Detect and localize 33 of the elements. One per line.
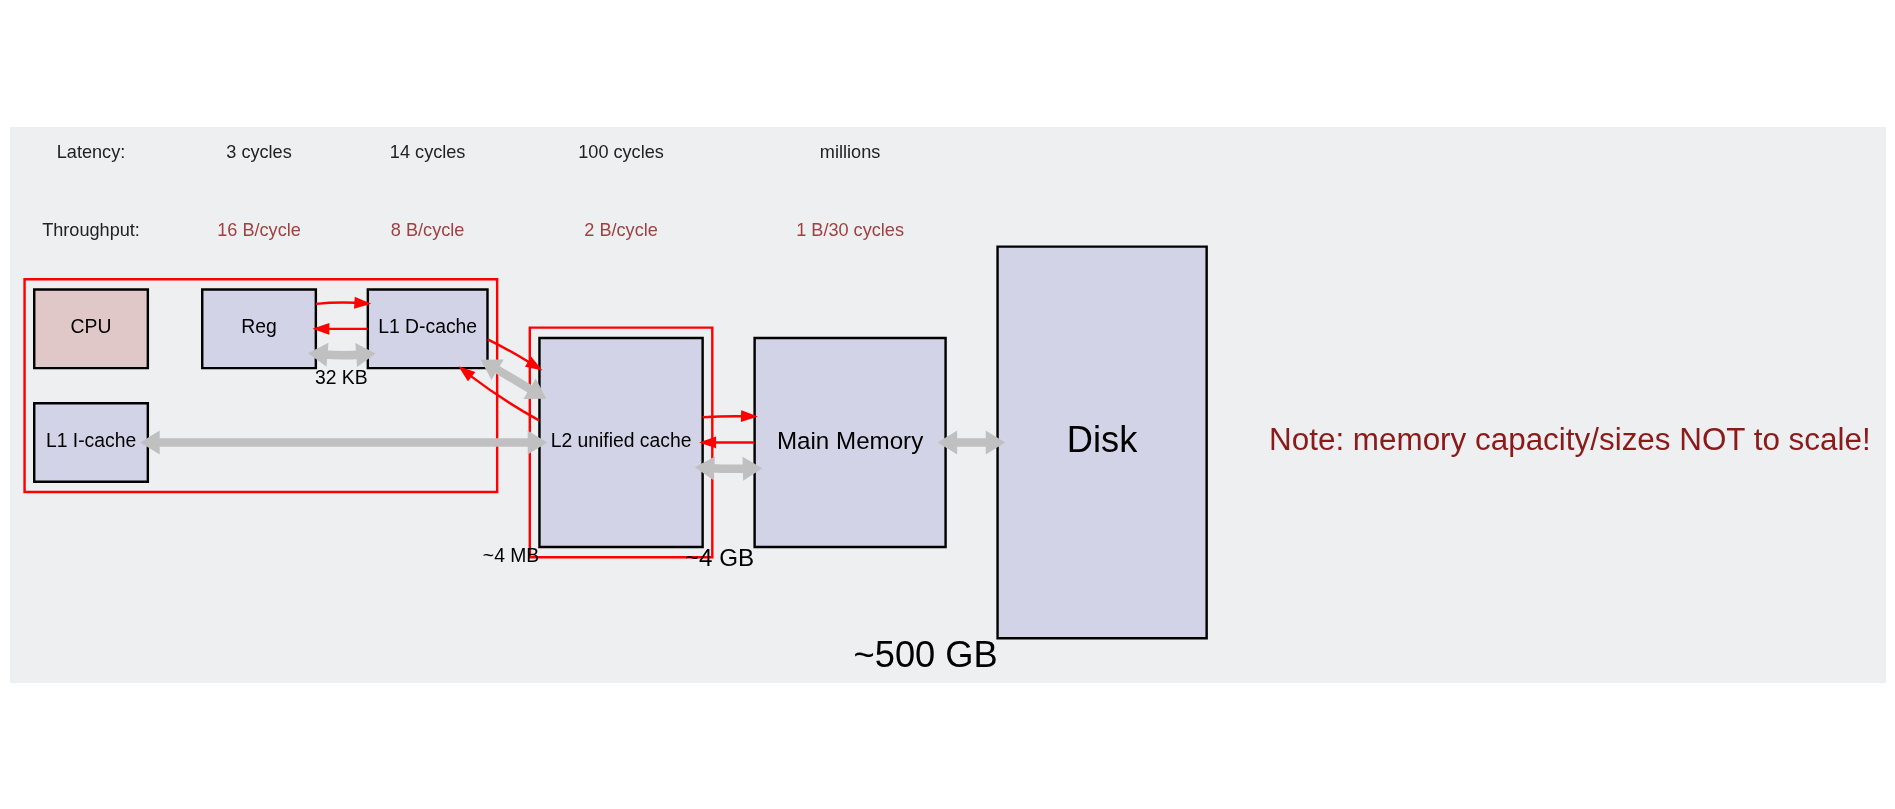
arrow: [457, 365, 540, 421]
arrow: [315, 296, 371, 309]
arrow: [698, 436, 754, 448]
node-box: Reg: [200, 287, 317, 369]
arrow: [311, 322, 368, 335]
arrow: [937, 429, 1005, 454]
node-label: ~500 GB: [853, 633, 998, 675]
arrow: [702, 409, 758, 422]
node-box: Disk: [995, 244, 1208, 639]
label: 8 B/cycle: [390, 219, 464, 240]
label: Note: memory capacity/sizes NOT to scale!: [1268, 421, 1871, 457]
label: 2 B/cycle: [583, 219, 658, 240]
node-box: L1 I-cache: [32, 401, 149, 483]
label: 1 B/30 cycles: [795, 219, 904, 240]
node-label: 32 KB: [314, 366, 368, 388]
arrow: [480, 358, 546, 399]
label: millions: [819, 141, 880, 162]
node-label: ~4 MB: [482, 544, 539, 566]
label: Throughput:: [41, 219, 140, 240]
label: 14 cycles: [389, 141, 465, 162]
label: 16 B/cycle: [216, 219, 301, 240]
arrow: [307, 342, 376, 367]
node-box: L2 unified cache: [537, 336, 704, 548]
node-box: CPU: [32, 287, 149, 369]
arrow: [486, 337, 542, 371]
label: Latency:: [56, 141, 125, 162]
node-box: L1 D-cache: [366, 287, 489, 369]
label: 3 cycles: [225, 141, 292, 162]
cluster: [22, 277, 498, 493]
arrow: [694, 455, 762, 481]
arrow: [139, 429, 547, 454]
node-box: Main Memory: [752, 336, 947, 548]
label: 100 cycles: [577, 141, 664, 162]
